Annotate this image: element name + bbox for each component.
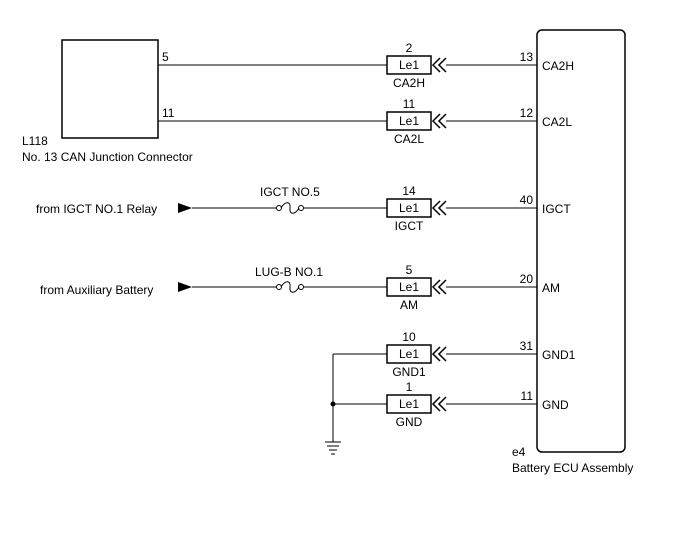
- fuse-igct-label: IGCT NO.5: [260, 185, 320, 199]
- connector-signal-label: CA2L: [394, 132, 424, 146]
- fuse-igct-icon: [276, 202, 304, 214]
- ecu-code: e4: [512, 445, 526, 459]
- junction-pin-5: 5: [162, 50, 169, 64]
- connector-name: Le1: [399, 347, 419, 361]
- connector-pin-number: 1: [406, 380, 413, 394]
- ecu-pin-number: 40: [520, 193, 534, 207]
- ecu-pin-number: 13: [520, 50, 534, 64]
- junction-connector-box: [61, 39, 159, 139]
- ecu-pin-label: CA2L: [542, 115, 572, 129]
- chevron-double-icon: [431, 279, 447, 295]
- chevron-double-icon: [431, 57, 447, 73]
- connector-name: Le1: [399, 58, 419, 72]
- ground-icon: [325, 441, 341, 455]
- ecu-pin-label: CA2H: [542, 59, 574, 73]
- source-igct-relay: from IGCT NO.1 Relay: [36, 202, 157, 216]
- ecu-pin-number: 31: [520, 339, 534, 353]
- connector-signal-label: IGCT: [395, 219, 424, 233]
- connector-pin-number: 5: [406, 263, 413, 277]
- ecu-name: Battery ECU Assembly: [512, 461, 633, 475]
- junction-pin-11: 11: [162, 106, 175, 120]
- ecu-pin-number: 12: [520, 106, 534, 120]
- ecu-pin-number: 11: [521, 389, 534, 403]
- connector-pin-number: 11: [403, 97, 416, 111]
- connector-am: Le1 5AM: [386, 263, 447, 312]
- ecu-pin-label: GND: [542, 398, 569, 412]
- source-aux-battery: from Auxiliary Battery: [40, 283, 153, 297]
- chevron-double-icon: [431, 346, 447, 362]
- connector-name: Le1: [399, 397, 419, 411]
- connector-name: Le1: [399, 114, 419, 128]
- ecu-pin-label: GND1: [542, 348, 576, 362]
- junction-connector-code: L118: [22, 134, 48, 148]
- fuse-lugb-label: LUG-B NO.1: [255, 265, 323, 279]
- fuse-lugb-icon: [276, 281, 304, 293]
- connector-pin-number: 2: [406, 41, 413, 55]
- connector-box: [386, 277, 432, 297]
- igct-relay-arrow-icon: [178, 203, 192, 213]
- connector-signal-label: AM: [400, 298, 418, 312]
- ground-junction-dot: [330, 401, 336, 407]
- chevron-double-icon: [431, 396, 447, 412]
- connector-signal-label: GND1: [392, 365, 426, 379]
- connector-box: [386, 394, 432, 414]
- connector-signal-label: CA2H: [393, 76, 425, 90]
- connector-pin-number: 10: [402, 330, 416, 344]
- junction-connector-name: No. 13 CAN Junction Connector: [22, 150, 193, 164]
- connector-box: [386, 55, 432, 75]
- connector-name: Le1: [399, 280, 419, 294]
- chevron-double-icon: [431, 200, 447, 216]
- connector-box: [386, 198, 432, 218]
- aux-battery-arrow-icon: [178, 282, 192, 292]
- connector-pin-number: 14: [402, 184, 416, 198]
- connector-box: [386, 344, 432, 364]
- ecu-pin-number: 20: [520, 272, 534, 286]
- connector-name: Le1: [399, 201, 419, 215]
- ecu-pin-label: AM: [542, 281, 560, 295]
- ecu-box: [536, 29, 626, 453]
- connector-signal-label: GND: [396, 415, 423, 429]
- connector-box: [386, 111, 432, 131]
- chevron-double-icon: [431, 113, 447, 129]
- ecu-pin-label: IGCT: [542, 202, 571, 216]
